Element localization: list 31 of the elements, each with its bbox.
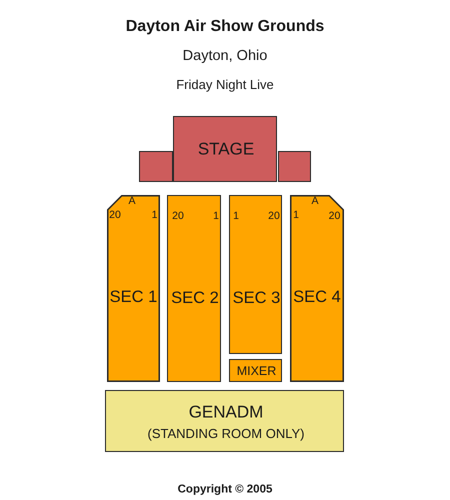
section-label: SEC 3 bbox=[232, 288, 280, 308]
stage-area bbox=[173, 116, 277, 182]
area-note: (STANDING ROOM ONLY) bbox=[148, 426, 304, 442]
section-label: SEC 2 bbox=[171, 288, 219, 308]
stage-label: STAGE bbox=[198, 140, 254, 160]
seat-number: 1 bbox=[233, 211, 239, 223]
area-label: GENADM bbox=[188, 404, 264, 422]
seating-section bbox=[107, 195, 160, 382]
copyright-notice: Copyright © 2005 bbox=[178, 484, 272, 496]
seat-number: 20 bbox=[109, 210, 121, 222]
seat-number: 20 bbox=[268, 211, 280, 223]
standing-area bbox=[105, 390, 344, 452]
seating-section bbox=[229, 195, 282, 354]
event-name: Friday Night Live bbox=[176, 78, 274, 92]
seat-number: 20 bbox=[328, 211, 340, 223]
seating-section bbox=[290, 195, 344, 382]
venue-title: Dayton Air Show Grounds bbox=[126, 18, 324, 36]
row-label: A bbox=[128, 196, 136, 208]
stage-wing bbox=[139, 151, 173, 182]
stage-wing bbox=[278, 151, 311, 182]
seat-number: 1 bbox=[293, 210, 299, 222]
mixer-label: MIXER bbox=[236, 364, 276, 378]
seat-number: 1 bbox=[213, 211, 219, 223]
location-subtitle: Dayton, Ohio bbox=[182, 49, 268, 65]
seat-number: 20 bbox=[172, 211, 184, 223]
section-label: SEC 4 bbox=[293, 288, 341, 306]
row-label: A bbox=[312, 196, 318, 208]
seating-section bbox=[167, 195, 221, 382]
section-label: SEC 1 bbox=[110, 288, 158, 306]
seat-number: 1 bbox=[152, 210, 158, 222]
mixer-area bbox=[229, 359, 282, 382]
